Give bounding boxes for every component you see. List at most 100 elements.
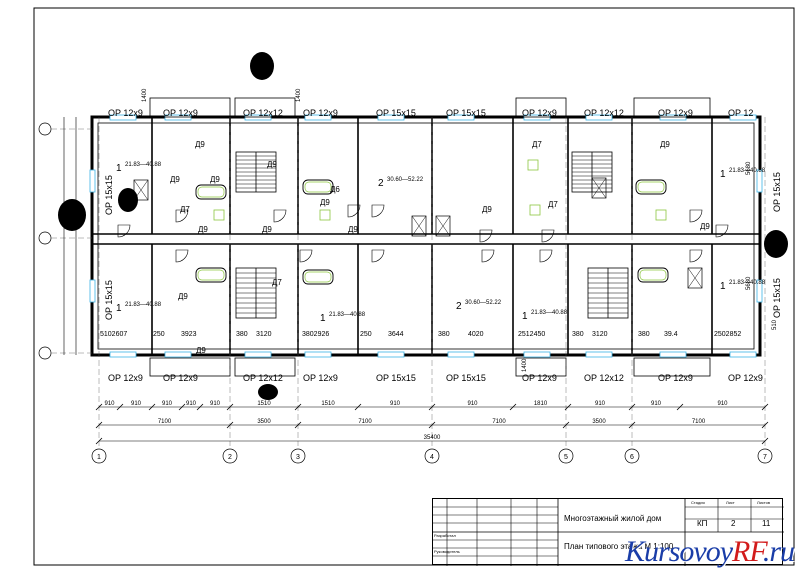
outer-wall <box>90 115 762 357</box>
axis-bubble-0 <box>91 448 107 464</box>
inner-dim-6: 250 <box>360 331 372 338</box>
inner-dim-14: 39.4 <box>664 331 678 338</box>
stair-4 <box>587 267 629 319</box>
dim-row-1-text-8: 910 <box>467 401 478 407</box>
side-dim-4: 5680 <box>746 276 752 290</box>
bathtub-0 <box>195 184 227 200</box>
vent-frame-4 <box>687 267 703 289</box>
sink-4 <box>655 209 667 221</box>
apartment-areas-5: 21.83—40.88 <box>531 310 568 316</box>
scan-artifacts <box>58 52 788 400</box>
inner-dim-12: 3120 <box>592 331 608 338</box>
axis-label-0: 1 <box>97 454 101 461</box>
window-bottom-8 <box>659 351 687 358</box>
dim-row-2-text-3: 7100 <box>492 419 506 425</box>
supervisor-label: Руководитель <box>434 549 460 554</box>
door-label-15: Д9 <box>178 292 188 301</box>
loggia-0 <box>149 97 231 118</box>
door-label-8: Д9 <box>262 225 272 234</box>
inner-dim-3: 380 <box>236 331 248 338</box>
bathtub-4 <box>637 267 669 283</box>
window-side-3 <box>756 279 763 303</box>
apartment-rooms-5: 1 <box>522 311 528 322</box>
dim-row-2-tick-1 <box>226 421 234 429</box>
dim-row-1-tick-9 <box>509 403 517 411</box>
bathtub-inner-0 <box>197 186 225 198</box>
sheet-header: Лист <box>726 500 735 505</box>
dim-row-1-text-6: 1510 <box>321 401 335 407</box>
door-label-4: Д9 <box>198 225 208 234</box>
apartment-areas-3: 21.83—40.88 <box>125 302 162 308</box>
watermark-part2: RF <box>732 535 764 568</box>
sheets-header: Листов <box>757 500 770 505</box>
apartment-rooms-7: 1 <box>720 281 726 292</box>
window-bottom-6 <box>523 351 551 358</box>
window-label-top-9: OP 12 <box>728 108 754 118</box>
window-top-4 <box>377 114 405 121</box>
dim-row-2-tick-3 <box>428 421 436 429</box>
dim-row-2-tick-2 <box>294 421 302 429</box>
sheets-count: 11 <box>762 519 771 528</box>
door-swing-0 <box>175 209 189 223</box>
bathtub-inner-1 <box>304 181 332 193</box>
ink-blob-4 <box>258 384 278 400</box>
bathtub-3 <box>195 267 227 283</box>
door-swing-12 <box>689 249 703 263</box>
inner-dim-8: 380 <box>438 331 450 338</box>
dim-row-2-text-2: 7100 <box>358 419 372 425</box>
window-top-5 <box>447 114 475 121</box>
title-block-grid <box>433 499 784 566</box>
door-label-17: Д9 <box>196 346 206 355</box>
inner-dim-9: 4020 <box>468 331 484 338</box>
window-label-top-7: OP 12x12 <box>584 108 624 118</box>
axis-bubble-1 <box>222 448 238 464</box>
door-swing-8 <box>299 249 313 263</box>
dim-row-1-tick-2 <box>148 403 156 411</box>
door-swing-2 <box>347 204 361 218</box>
sink-2 <box>527 159 539 171</box>
side-dim-2: 1400 <box>522 358 528 372</box>
dim-total-text-0: 35400 <box>424 435 441 441</box>
apartment-rooms-2: 2 <box>456 301 462 312</box>
window-side-2 <box>756 169 763 193</box>
window-label-bottom-3: OP 12x9 <box>303 373 338 383</box>
dim-row-1-tick-5 <box>226 403 234 411</box>
dim-total-tick-0 <box>95 437 103 445</box>
apartment-rooms-1: 2 <box>378 178 384 189</box>
sheet-number: 2 <box>731 519 736 528</box>
axis-bubble-3 <box>424 448 440 464</box>
dim-row-1-tick-6 <box>294 403 302 411</box>
dim-row-1-text-9: 1810 <box>534 401 548 407</box>
bathtub-inner-3 <box>197 269 225 281</box>
stage-code: КП <box>697 519 708 528</box>
door-label-0: Д9 <box>195 140 205 149</box>
door-label-2: Д9 <box>210 175 220 184</box>
window-label-top-1: OP 12x9 <box>163 108 198 118</box>
window-label-bottom-1: OP 12x9 <box>163 373 198 383</box>
dim-row-2-tick-6 <box>761 421 769 429</box>
axis-label-4: 5 <box>564 454 568 461</box>
dim-row-1-tick-11 <box>628 403 636 411</box>
dim-row-1-tick-12 <box>676 403 684 411</box>
apartment-rooms-6: 1 <box>720 169 726 180</box>
door-label-10: Д9 <box>482 205 492 214</box>
door-label-12: Д7 <box>548 200 558 209</box>
dim-row-1-tick-4 <box>196 403 204 411</box>
inner-dim-15: 2502852 <box>714 331 742 338</box>
dim-row-1-tick-13 <box>761 403 769 411</box>
stage-header: Стадия <box>691 500 705 505</box>
axis-label-1: 2 <box>228 454 232 461</box>
apartment-rooms-4: 1 <box>320 313 326 324</box>
title-block: Многоэтажный жилой дом План типового эта… <box>432 498 784 566</box>
door-swing-3 <box>371 204 385 218</box>
window-top-6 <box>523 114 551 121</box>
door-label-13: Д9 <box>660 140 670 149</box>
window-label-top-8: OP 12x9 <box>658 108 693 118</box>
apartment-areas-2: 30.60—52.22 <box>465 300 502 306</box>
axis-bubble-2 <box>290 448 306 464</box>
window-label-top-3: OP 12x9 <box>303 108 338 118</box>
dim-row-1-tick-1 <box>116 403 124 411</box>
